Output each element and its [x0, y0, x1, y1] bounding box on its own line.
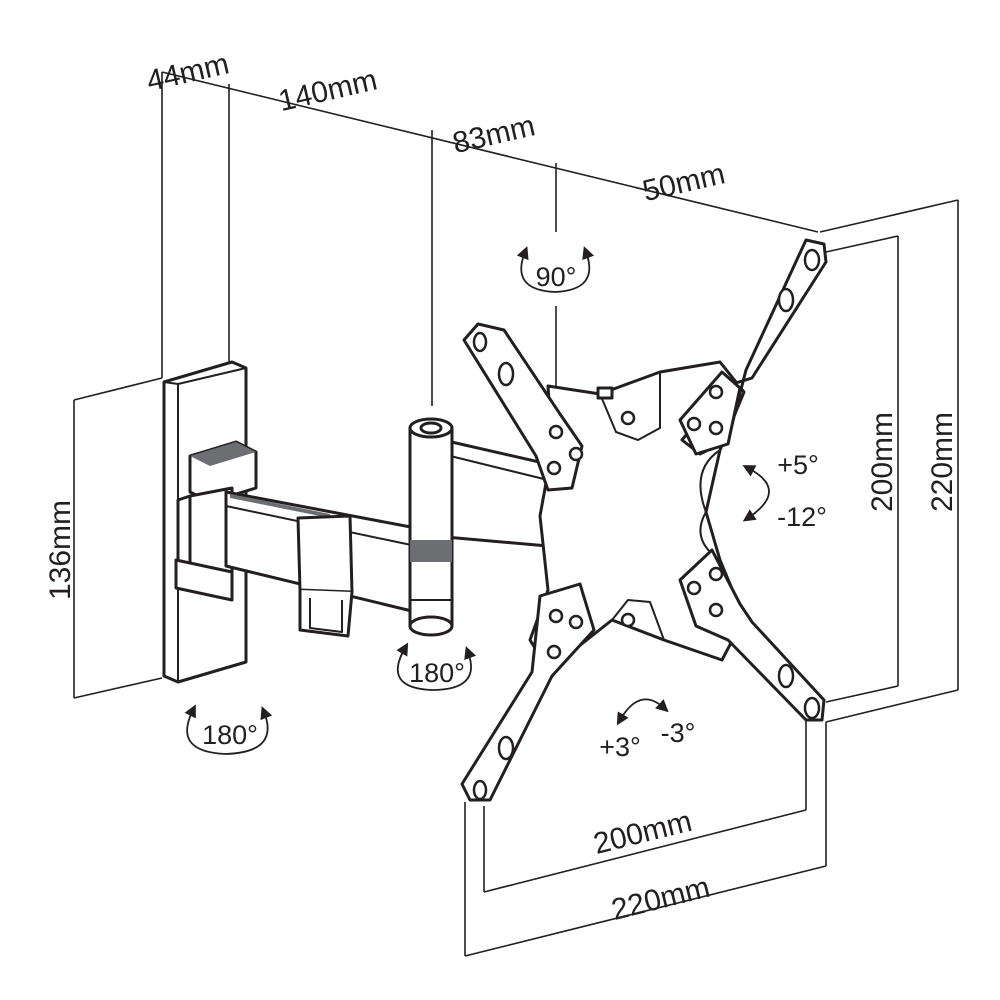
tilt-arrow	[742, 465, 770, 522]
label-rotate-plus: +3°	[599, 732, 641, 762]
label-tilt-up: +5°	[777, 450, 819, 480]
label-head-swivel: 90°	[536, 262, 577, 292]
top-dimension-line	[161, 71, 819, 233]
label-200mm-vertical: 200mm	[866, 412, 899, 512]
ext-220v-bottom	[825, 689, 959, 723]
label-200mm-horizontal: 200mm	[590, 805, 695, 861]
ext-200v-top	[825, 235, 899, 253]
arm-swivel-arrow	[396, 642, 477, 691]
label-50mm: 50mm	[640, 157, 729, 208]
vesa-arm-bottom-left	[460, 582, 596, 802]
label-220mm-horizontal: 220mm	[608, 871, 713, 927]
vesa-arm-top-left	[462, 322, 584, 492]
vesa-arm-bottom-right	[678, 548, 826, 722]
dimension-lines	[73, 71, 959, 957]
dim-220h-line	[464, 865, 827, 957]
rotate-arrow	[616, 698, 669, 726]
label-44mm: 44mm	[144, 47, 233, 98]
rotation-arrows	[184, 246, 770, 755]
second-arm	[408, 417, 550, 637]
labels: 44mm 140mm 83mm 50mm 136mm 200mm 220mm 2…	[44, 47, 959, 927]
label-rotate-minus: -3°	[661, 718, 696, 748]
label-arm-swivel: 180°	[409, 658, 465, 688]
ext-220v-top	[819, 199, 959, 233]
vesa-arm-top-right	[678, 238, 828, 456]
ext-200v-bottom	[825, 685, 899, 703]
ext-136-bottom	[73, 677, 163, 699]
label-220mm-vertical: 220mm	[926, 412, 959, 512]
wall-swivel-arrow	[184, 704, 273, 755]
label-136mm: 136mm	[44, 500, 77, 600]
ext-136-top	[73, 377, 163, 401]
label-140mm: 140mm	[275, 63, 380, 118]
head-swivel-arrow	[516, 246, 595, 293]
label-wall-swivel: 180°	[202, 720, 258, 750]
label-tilt-down: -12°	[777, 502, 827, 532]
first-arm	[174, 440, 418, 638]
dim-200h-line	[483, 809, 807, 893]
